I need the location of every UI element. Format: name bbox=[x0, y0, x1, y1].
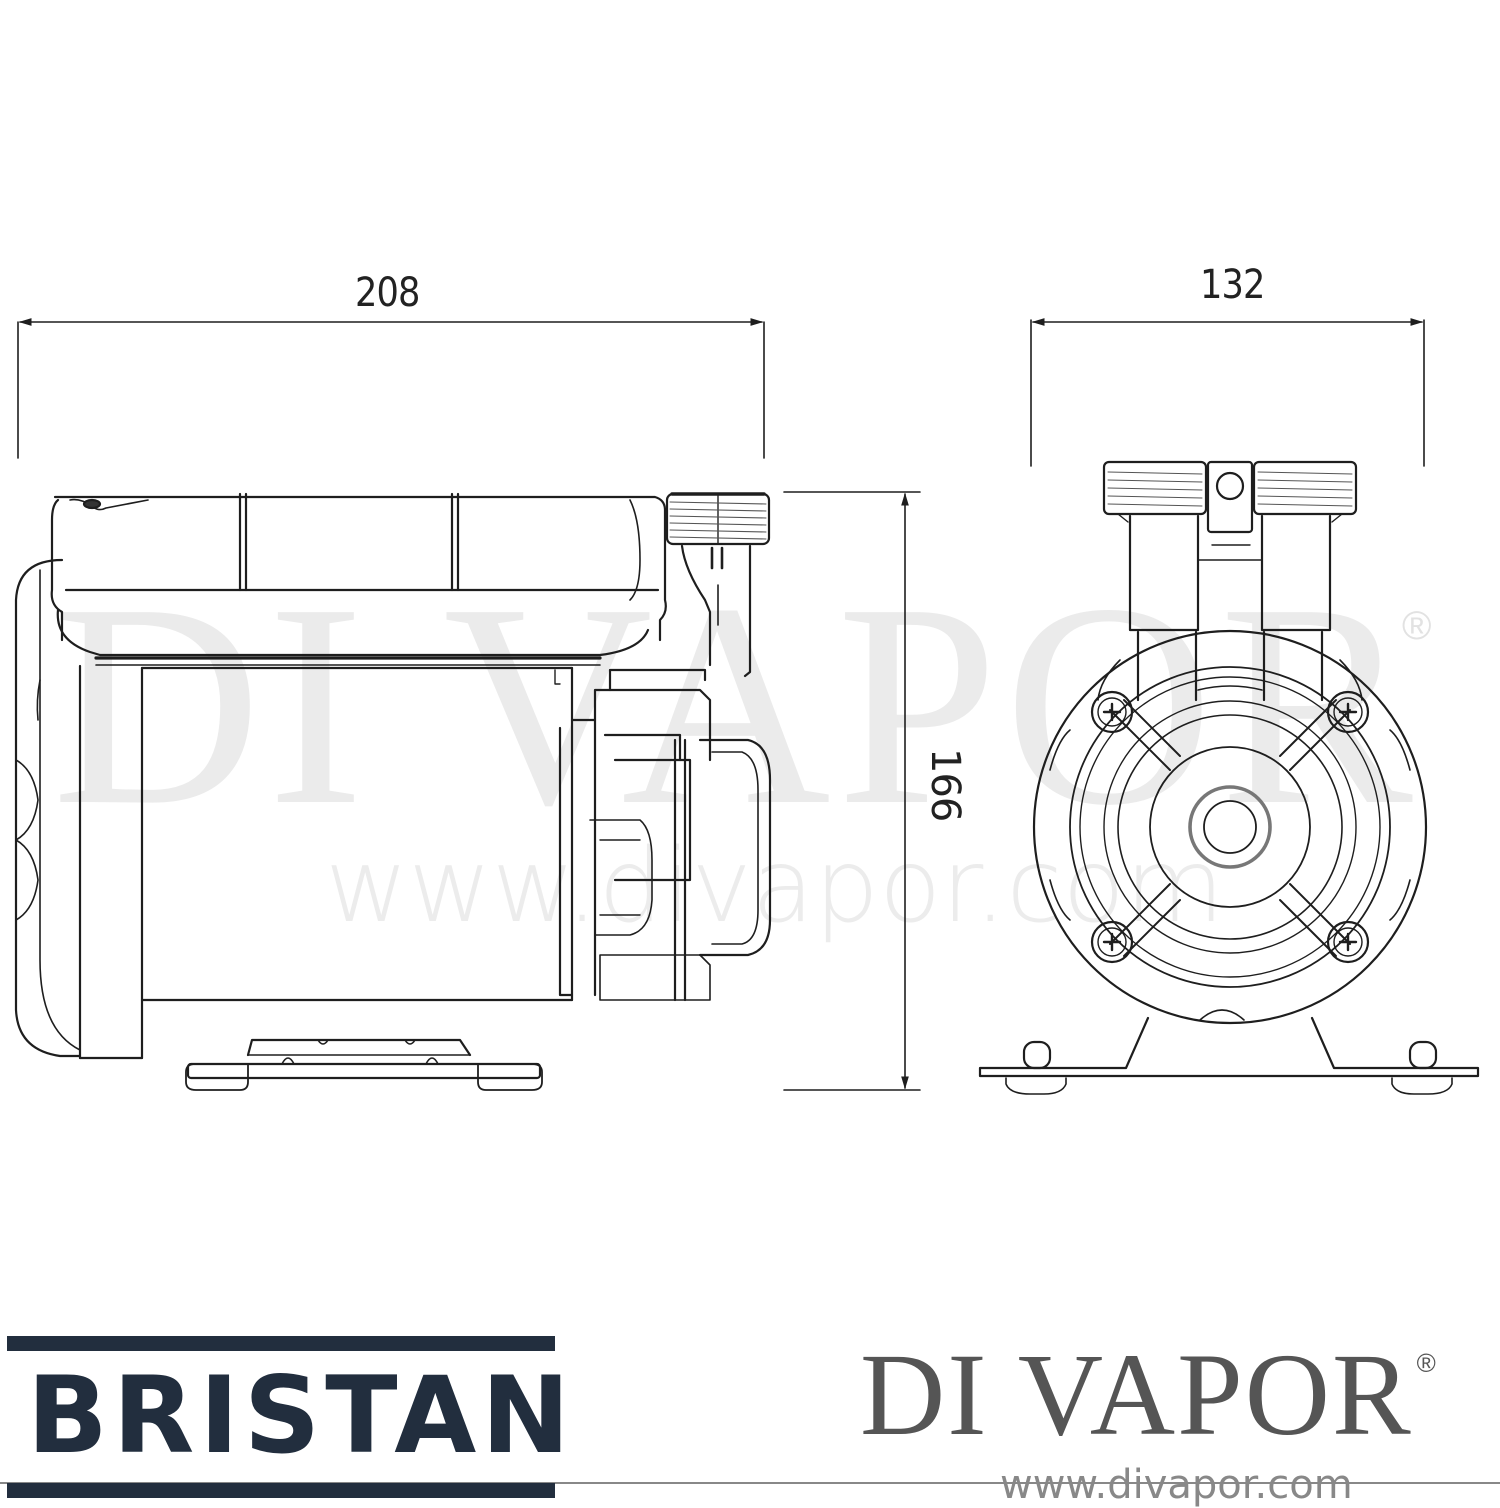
dimension-label-width: 208 bbox=[355, 270, 420, 316]
screw-bosses bbox=[1090, 690, 1370, 964]
dimension-width-208 bbox=[17, 318, 765, 459]
dimension-depth-132 bbox=[1030, 318, 1425, 467]
divapor-registered-mark: ® bbox=[1416, 1348, 1436, 1378]
watermark-registered-mark: ® bbox=[1402, 604, 1432, 648]
front-view-pump bbox=[978, 460, 1480, 1095]
divapor-logo: DI VAPOR® www.divapor.com bbox=[860, 1336, 1436, 1508]
bristan-logo-top-bar bbox=[7, 1336, 555, 1351]
watermark-brand: DI VAPOR bbox=[52, 544, 1419, 865]
dimension-height-166 bbox=[783, 491, 921, 1091]
divapor-logo-text: DI VAPOR bbox=[860, 1329, 1413, 1460]
dimension-label-height: 166 bbox=[922, 748, 968, 822]
bristan-logo-bottom-bar bbox=[7, 1483, 555, 1498]
side-view-pump bbox=[14, 492, 772, 1091]
divapor-url-link[interactable]: www.divapor.com bbox=[1000, 1462, 1353, 1508]
watermark-url: www.divapor.com bbox=[325, 827, 1225, 946]
bristan-logo: BRISTAN bbox=[7, 1336, 576, 1498]
dimension-label-depth: 132 bbox=[1200, 262, 1265, 308]
bristan-logo-text: BRISTAN bbox=[27, 1354, 576, 1477]
